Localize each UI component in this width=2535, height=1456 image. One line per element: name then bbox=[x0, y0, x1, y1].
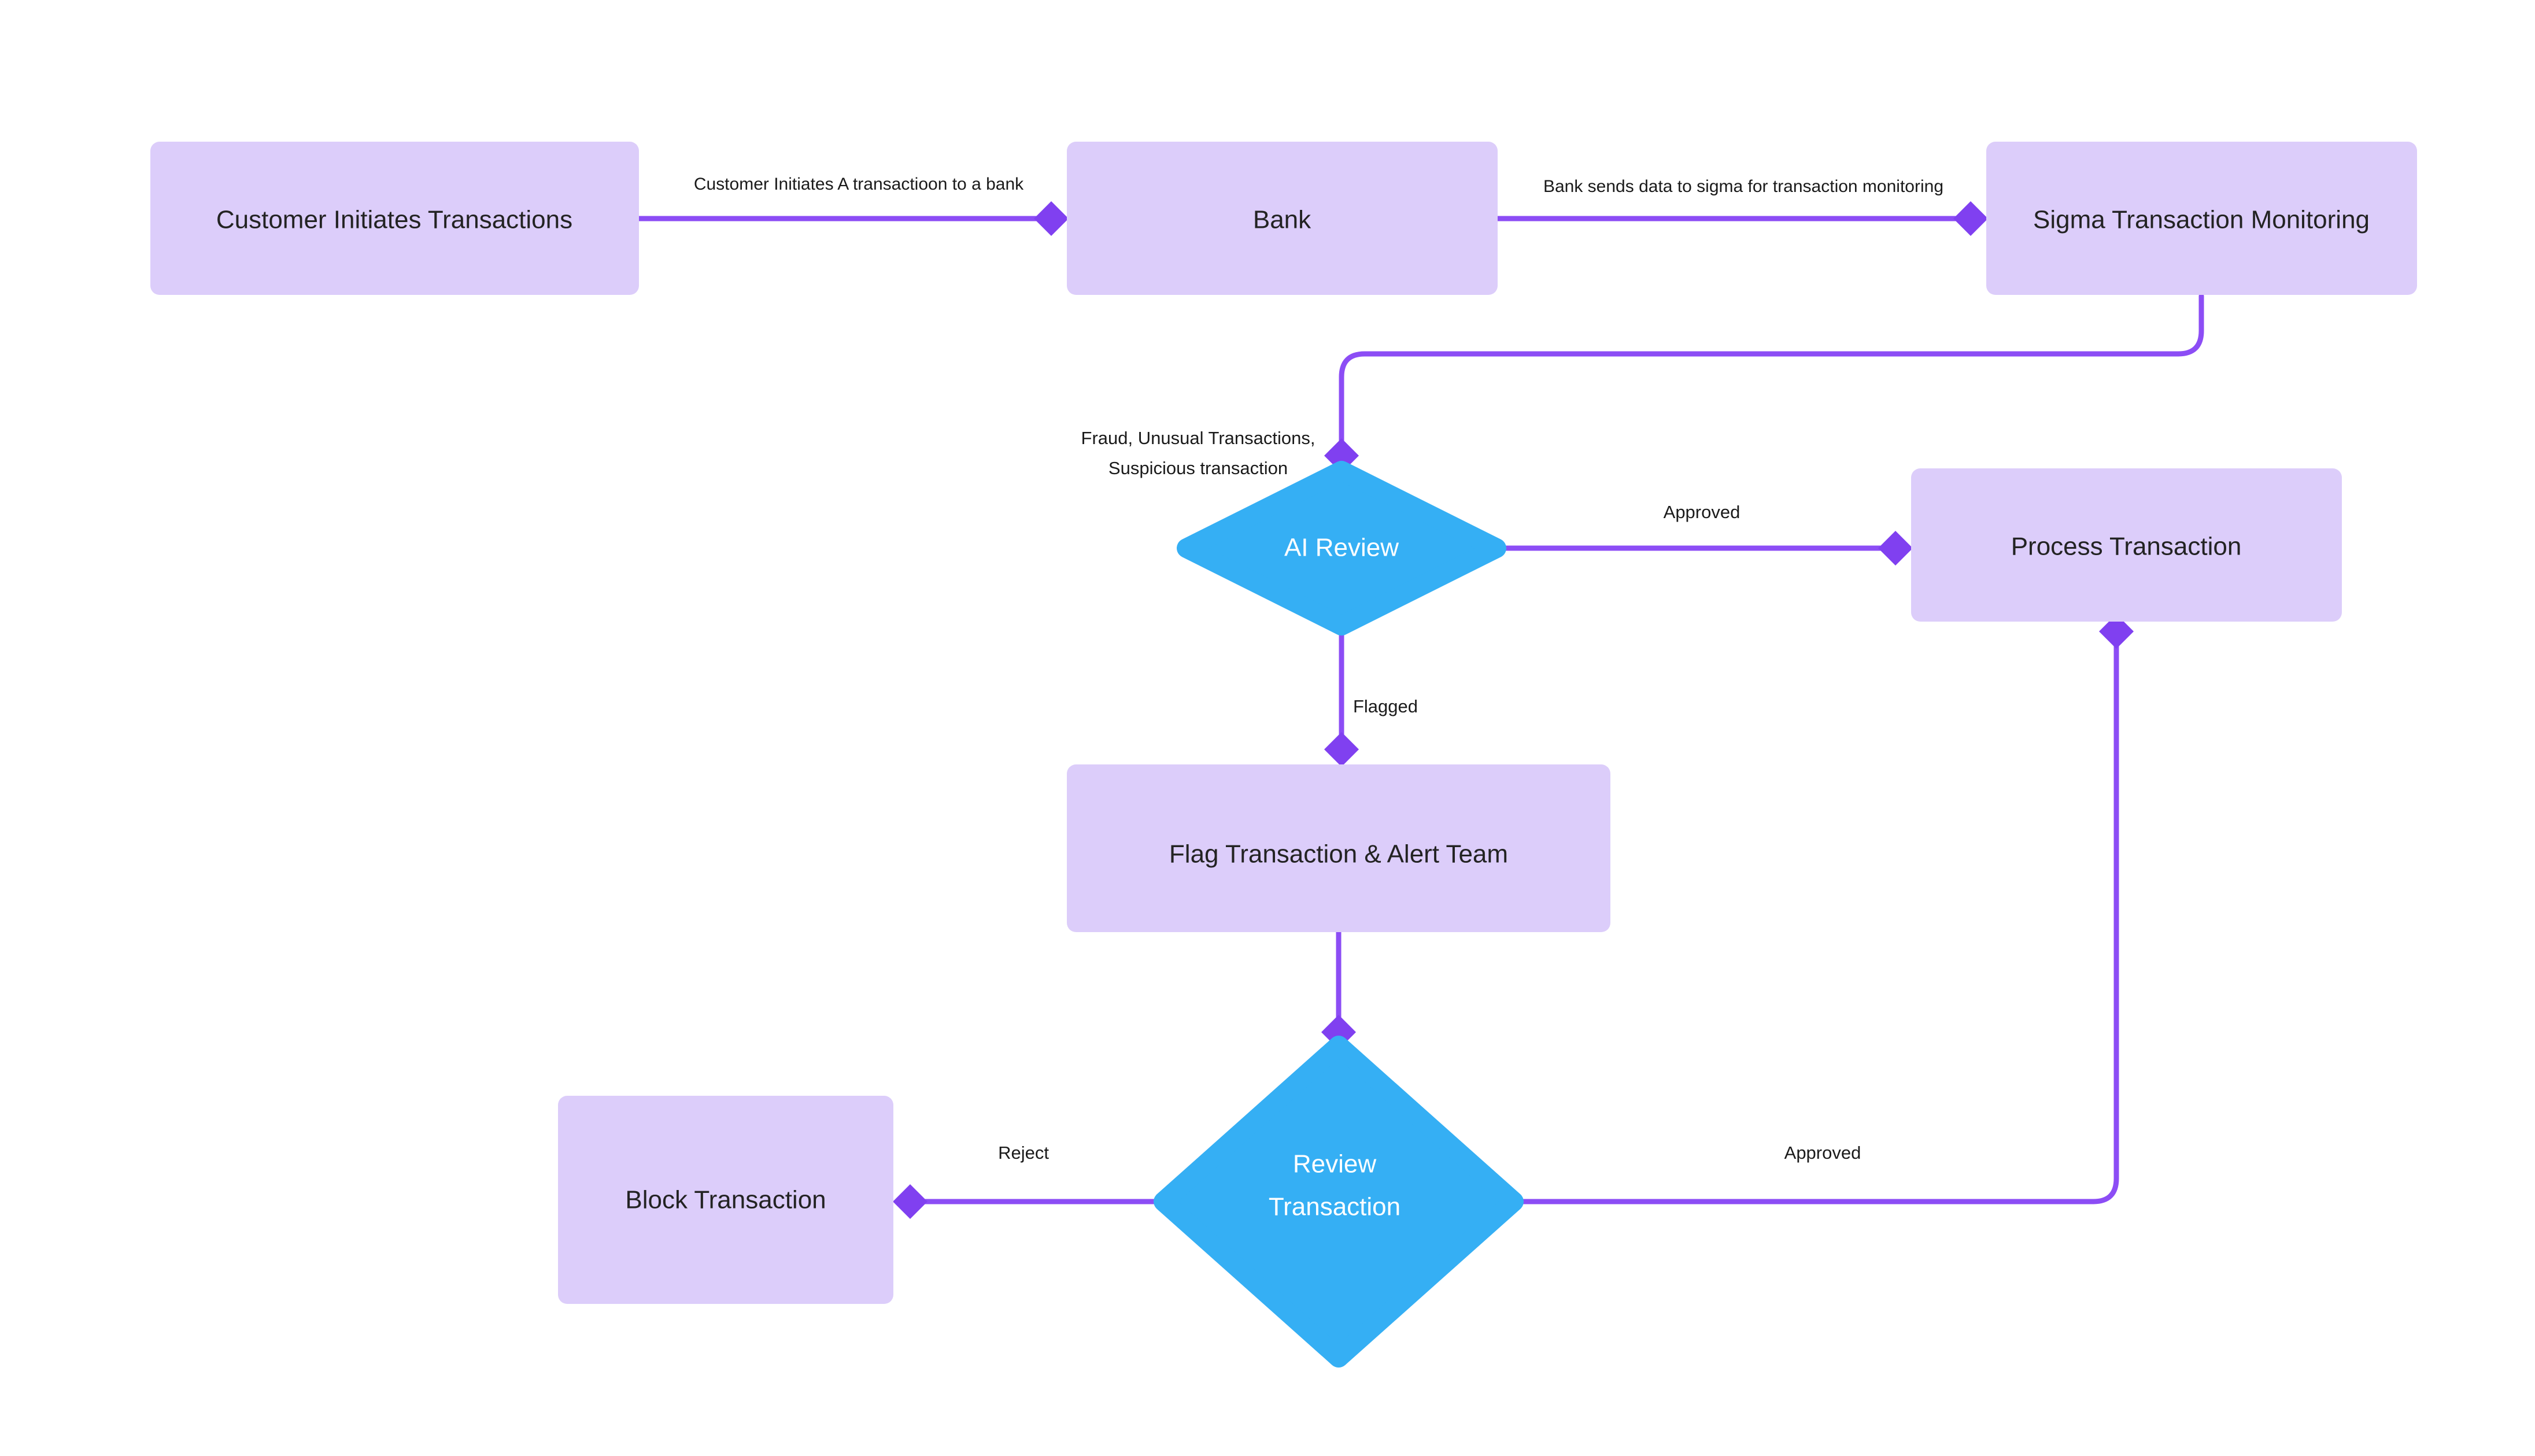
node-diamond bbox=[1154, 1036, 1524, 1368]
edge-sigma-to-ai-review[interactable] bbox=[1339, 293, 2204, 460]
node-box bbox=[150, 142, 639, 295]
node-sigma-transaction-monitoring[interactable]: Sigma Transaction Monitoring bbox=[1986, 142, 2417, 295]
edge-label-sigma-to-ai-review-line-1: Fraud, Unusual Transactions, bbox=[1081, 428, 1315, 448]
node-label: Customer Initiates Transactions bbox=[216, 206, 572, 234]
arrowhead-diamond-flag bbox=[1324, 732, 1359, 767]
edge-review-to-process[interactable] bbox=[1513, 627, 2119, 1204]
edge-label-layer: Customer Initiates A transactioon to a b… bbox=[694, 175, 1943, 1163]
arrowhead-diamond-process-bottom bbox=[2099, 614, 2134, 649]
node-ai-review[interactable]: AI Review bbox=[1177, 461, 1506, 635]
node-box bbox=[558, 1096, 893, 1304]
edge-label-sigma-to-ai-review-line-2: Suspicious transaction bbox=[1108, 458, 1288, 478]
node-review-transaction[interactable]: Review Transaction bbox=[1154, 1036, 1524, 1368]
node-box bbox=[1911, 468, 2342, 622]
arrowhead-diamond-process-left bbox=[1878, 531, 1913, 566]
node-label-line-1: Review bbox=[1293, 1150, 1376, 1178]
arrowhead-diamond-block bbox=[893, 1184, 927, 1219]
node-label-line-2: Transaction bbox=[1269, 1193, 1400, 1221]
arrowhead-diamond-bank bbox=[1034, 201, 1069, 236]
node-box bbox=[1067, 142, 1498, 295]
node-label: Bank bbox=[1253, 206, 1311, 234]
node-diamond bbox=[1177, 461, 1506, 635]
node-flag-transaction-alert-team[interactable]: Flag Transaction & Alert Team bbox=[1067, 764, 1610, 932]
node-box bbox=[1067, 764, 1610, 932]
edge-label-customer-to-bank: Customer Initiates A transactioon to a b… bbox=[694, 175, 1024, 194]
edge-label-flagged: Flagged bbox=[1353, 696, 1418, 716]
node-label: AI Review bbox=[1284, 534, 1399, 562]
arrowhead-diamond-sigma bbox=[1953, 201, 1988, 236]
node-customer-initiates-transactions[interactable]: Customer Initiates Transactions bbox=[150, 142, 639, 295]
node-bank[interactable]: Bank bbox=[1067, 142, 1498, 295]
edge-label-approved-review: Approved bbox=[1784, 1143, 1861, 1163]
edge-label-bank-to-sigma: Bank sends data to sigma for transaction… bbox=[1543, 177, 1943, 196]
edge-layer bbox=[636, 201, 2204, 1219]
node-label: Sigma Transaction Monitoring bbox=[2033, 206, 2370, 234]
node-process-transaction[interactable]: Process Transaction bbox=[1911, 468, 2342, 622]
node-block-transaction[interactable]: Block Transaction bbox=[558, 1096, 893, 1304]
edge-label-approved-ai-review: Approved bbox=[1664, 502, 1740, 522]
node-label: Process Transaction bbox=[2011, 533, 2242, 561]
edge-label-reject: Reject bbox=[998, 1143, 1049, 1163]
node-box bbox=[1986, 142, 2417, 295]
node-label: Block Transaction bbox=[625, 1186, 826, 1214]
node-label: Flag Transaction & Alert Team bbox=[1169, 840, 1508, 869]
